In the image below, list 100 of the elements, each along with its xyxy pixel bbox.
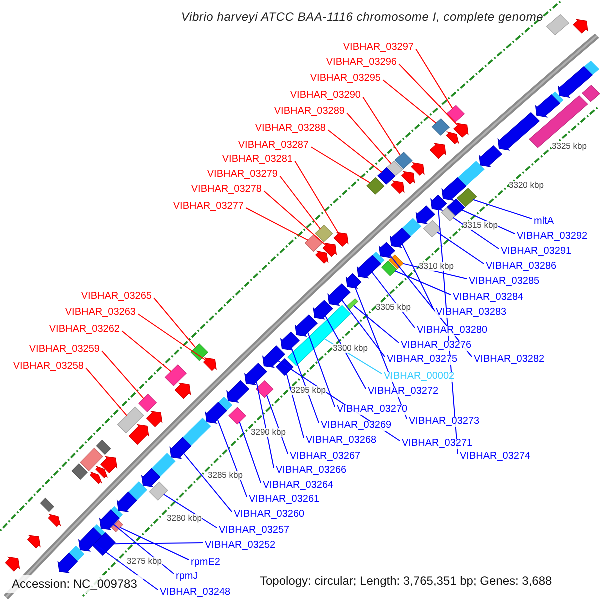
gene-block <box>141 468 161 488</box>
scale-label: 3275 kbp <box>127 557 162 566</box>
leader-line <box>239 422 262 484</box>
gene-label: VIBHAR_03271 <box>401 439 474 449</box>
gene-block <box>366 178 385 195</box>
gene-block <box>72 464 88 480</box>
gene-block <box>58 552 78 574</box>
info-text: Accession: NC_009783 <box>6 575 144 593</box>
gene-block <box>128 424 150 446</box>
gene-block <box>262 346 286 368</box>
leader-line <box>183 452 232 512</box>
gene-label: VIBHAR_03285 <box>468 277 541 287</box>
gene-label: VIBHAR_03263 <box>64 308 137 318</box>
leader-line <box>346 112 392 164</box>
leader-line <box>138 314 206 361</box>
title: Vibrio harveyi ATCC BAA-1116 chromosome I, complete genome <box>180 11 545 23</box>
gene-block <box>378 167 396 185</box>
gene-block <box>276 358 294 376</box>
gene-block <box>280 332 300 351</box>
gene-label: VIBHAR_03296 <box>325 58 398 68</box>
gene-block <box>116 492 138 512</box>
leader-line <box>163 494 218 528</box>
gene-block <box>48 514 62 528</box>
gene-block <box>322 243 338 258</box>
gene-block <box>146 411 163 428</box>
gene-label: VIBHAR_03270 <box>336 405 409 415</box>
gene-block <box>313 300 334 320</box>
gene-block <box>390 228 412 248</box>
gene-block <box>90 472 102 484</box>
gene-label: rpmJ <box>175 572 200 582</box>
gene-block <box>328 284 351 306</box>
gene-block <box>430 194 448 212</box>
gene-block <box>479 145 502 168</box>
gene-block <box>446 105 466 123</box>
gene-label: VIBHAR_03258 <box>12 362 85 372</box>
leader-line <box>472 199 532 220</box>
gene-block <box>117 406 144 434</box>
gene-block <box>441 208 456 222</box>
gene-block <box>96 466 108 478</box>
gene-label: VIBHAR_03257 <box>218 526 291 536</box>
scale-label: 3305 kbp <box>376 303 411 312</box>
scale-label: 3280 kbp <box>167 514 202 522</box>
gene-label: VIBHAR_03267 <box>289 452 362 462</box>
gene-block <box>92 532 116 556</box>
gene-block <box>430 143 446 160</box>
leader-line <box>256 381 274 468</box>
leader-line <box>353 305 400 344</box>
gene-label: VIBHAR_03269 <box>320 421 393 431</box>
leader-line <box>394 270 452 296</box>
gene-block <box>387 160 404 176</box>
leader-line <box>102 350 144 400</box>
gene-block <box>558 66 594 98</box>
leader-line <box>294 160 339 234</box>
leader-line <box>286 373 304 438</box>
leader-line <box>342 300 386 358</box>
gene-label: VIBHAR_03276 <box>400 341 473 351</box>
info-text: Topology: circular; Length: 3,765,351 bp; Genes: 3,688 <box>260 575 552 587</box>
scale-label: 3315 kbp <box>463 221 498 230</box>
gene-block <box>356 255 382 279</box>
gene-label: VIBHAR_03275 <box>386 355 459 365</box>
gene-block <box>170 437 192 460</box>
gene-label: VIBHAR_03292 <box>516 232 589 242</box>
gene-label: VIBHAR_03273 <box>408 417 481 427</box>
leader-line <box>382 80 437 124</box>
leader-line <box>246 208 309 241</box>
gene-block <box>391 180 405 194</box>
gene-block <box>40 498 55 512</box>
gene-label: VIBHAR_03252 <box>204 541 277 551</box>
leader-line <box>154 298 196 348</box>
gene-label: VIBHAR_03277 <box>172 202 245 212</box>
gene-block <box>287 305 352 366</box>
gene-label: VIBHAR_03259 <box>28 345 101 355</box>
leader-line <box>113 542 204 545</box>
gene-block <box>535 94 560 118</box>
leader-line <box>416 48 454 110</box>
leader-line <box>266 394 288 454</box>
gene-label: VIBHAR_03278 <box>190 185 263 195</box>
gene-label: VIBHAR_03264 <box>262 481 335 491</box>
leader-line <box>280 176 321 230</box>
gene-block <box>315 250 329 264</box>
gene-block <box>190 344 208 362</box>
gene-block <box>442 177 467 201</box>
leader-line <box>324 315 366 390</box>
scale-label: 3325 kbp <box>552 142 587 150</box>
leader-line <box>308 332 336 408</box>
gene-label: VIBHAR_03288 <box>254 124 327 134</box>
gene-block <box>446 131 460 144</box>
gene-block <box>100 456 118 474</box>
gene-label: VIBHAR_00002 <box>383 372 456 382</box>
gene-block <box>411 162 425 176</box>
gene-block <box>80 448 104 472</box>
gene-block <box>381 260 398 276</box>
gene-block <box>226 380 250 403</box>
leader-line <box>372 272 416 328</box>
gene-block <box>447 198 466 216</box>
gene-block <box>498 112 540 151</box>
gene-label: VIBHAR_03281 <box>221 155 294 165</box>
gene-block <box>582 85 600 102</box>
gene-label: VIBHAR_03290 <box>289 91 362 101</box>
gene-label: VIBHAR_03260 <box>233 510 306 520</box>
